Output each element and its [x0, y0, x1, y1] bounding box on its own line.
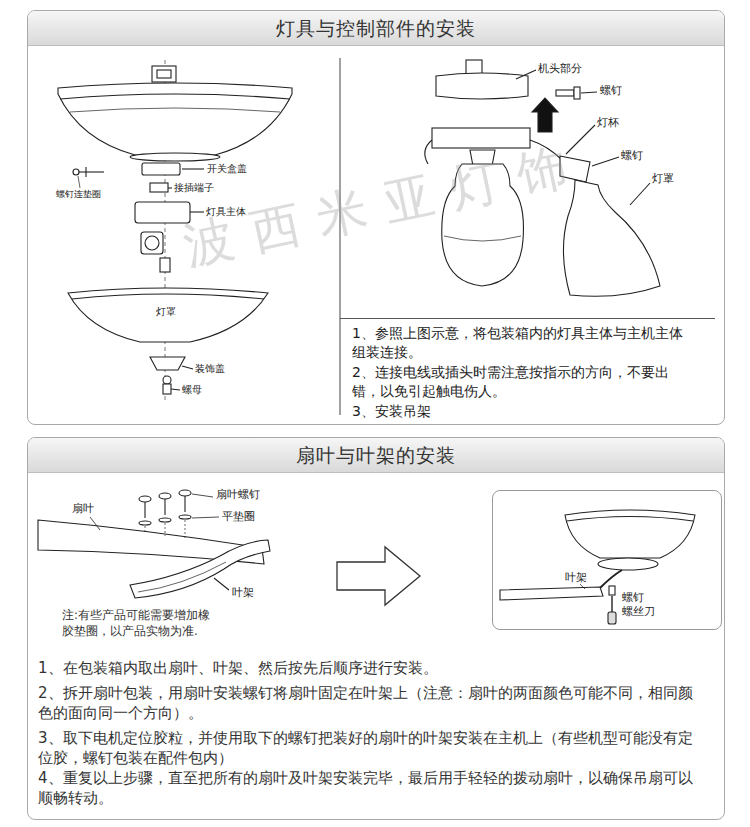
note-text: 注:有些产品可能需要增加橡 胶垫圈，以产品实物为准. — [62, 607, 212, 639]
leader — [168, 187, 172, 188]
switch-cover — [142, 163, 180, 175]
part-label: 灯罩 — [156, 306, 176, 318]
nut-ball — [163, 376, 171, 384]
instruction-text: 1、在包装箱内取出扇叶、叶架、然后按先后顺序进行安装。 — [38, 658, 438, 678]
watermark: 波西米亚灯饰 — [178, 130, 591, 280]
guide — [185, 520, 186, 538]
part-label: 开关盒盖 — [207, 163, 247, 174]
screw-shaft — [184, 496, 185, 512]
blade-assembly — [38, 490, 270, 598]
part-label: 接插端子 — [174, 182, 214, 193]
part-label: 叶架 — [565, 571, 587, 584]
screw-head — [179, 490, 191, 496]
mounted-view — [500, 510, 695, 624]
screw-head — [159, 493, 171, 499]
instruction-text: 2、连接电线或插头时需注意按指示的方向，不要出 错，以免引起触电伤人。 — [352, 363, 671, 401]
decor-cap — [150, 357, 185, 370]
shade-rim — [72, 294, 264, 299]
shade-line — [444, 236, 521, 241]
washer — [139, 521, 151, 525]
motor-cap-inner — [157, 70, 171, 78]
motor-rim — [60, 94, 290, 99]
screw-shaft — [164, 499, 165, 515]
bracket-line — [138, 562, 226, 592]
instruction-text: 2、拆开扇叶包装，用扇叶安装螺钉将扇叶固定在叶架上（注意：扇叶的两面颜色可能不同… — [38, 683, 695, 723]
guide — [145, 526, 146, 534]
motor-head — [436, 73, 528, 99]
motor-hub — [598, 558, 658, 570]
leader — [516, 70, 536, 79]
leader — [214, 578, 229, 590]
motor-stub — [466, 60, 482, 74]
section-heading: 扇叶与叶架的安装 — [296, 438, 456, 472]
part-label: 螺钉 — [600, 84, 622, 97]
leader — [581, 92, 597, 93]
bracket-arm — [600, 570, 622, 588]
part-label: 螺丝刀 — [622, 605, 655, 618]
header-band: 扇叶与叶架的安装 — [28, 438, 724, 473]
up-arrow — [532, 98, 558, 132]
screwdriver-shaft — [611, 596, 612, 612]
leader — [630, 183, 650, 205]
socket — [141, 232, 163, 254]
part-label: 装饰盖 — [195, 363, 225, 374]
part-label: 灯杯 — [597, 116, 619, 129]
fitting — [160, 258, 170, 272]
part-label: 螺母 — [182, 384, 202, 395]
instruction-text: 1、参照上图示意，将包装箱内的灯具主体与主机主体 组装连接。 — [352, 324, 685, 362]
motor-rim — [567, 517, 693, 522]
motor-bowl — [565, 510, 695, 558]
part-label: 扇叶螺钉 — [216, 488, 260, 501]
part-label: 扇叶 — [72, 502, 94, 515]
leader — [90, 517, 100, 530]
motor-band — [70, 108, 280, 112]
guide — [165, 523, 166, 536]
motor-bowl — [58, 83, 292, 155]
screw — [556, 90, 574, 96]
instruction-text: 3、安装吊架 — [352, 402, 709, 421]
instruction-text: 4、重复以上步骤，直至把所有的扇叶及叶架安装完毕，最后用手轻轻的拨动扇叶，以确保… — [38, 768, 695, 808]
washer — [159, 518, 171, 522]
leader — [580, 584, 585, 589]
instruction-box: 1、参照上图示意，将包装箱内的灯具主体与主机主体 组装连接。2、连接电线或插头时… — [340, 318, 715, 426]
leader — [171, 389, 180, 390]
screw-head — [139, 496, 151, 502]
nut — [163, 384, 171, 394]
inset-box: 叶架螺钉螺丝刀 — [492, 490, 722, 630]
leader — [192, 517, 219, 518]
hollow-arrow — [337, 547, 420, 605]
screw-shaft — [144, 502, 145, 518]
leader — [592, 157, 619, 166]
leader — [182, 366, 193, 369]
screwdriver-handle — [608, 612, 616, 624]
part-label: 螺钉 — [621, 149, 643, 162]
instruction-text: 3、取下电机定位胶粒，并使用取下的螺钉把装好的扇叶的叶架安装在主机上（有些机型可… — [38, 728, 695, 768]
section-heading: 灯具与控制部件的安装 — [276, 11, 476, 45]
part-label: 叶架 — [232, 586, 254, 599]
screw-shaft — [79, 171, 104, 172]
screw-head — [73, 169, 79, 175]
connector — [150, 183, 168, 192]
washer — [179, 515, 191, 519]
washer — [85, 167, 86, 177]
screw-head — [574, 87, 580, 99]
motor-base — [130, 153, 220, 161]
part-label: 灯罩 — [652, 172, 674, 185]
glass-shade — [68, 288, 268, 342]
screw — [609, 586, 615, 595]
part-label: 螺钉 — [622, 591, 644, 604]
socket-knob — [145, 236, 159, 250]
blade-bracket — [500, 587, 603, 600]
motor-cap — [152, 66, 176, 82]
leader — [78, 176, 80, 188]
header-band: 灯具与控制部件的安装 — [28, 11, 724, 46]
part-label: 机头部分 — [538, 62, 582, 75]
leader — [192, 494, 213, 497]
leader — [182, 168, 204, 169]
part-label: 螺钉连垫圈 — [56, 189, 101, 199]
part-label: 平垫圈 — [222, 510, 255, 523]
